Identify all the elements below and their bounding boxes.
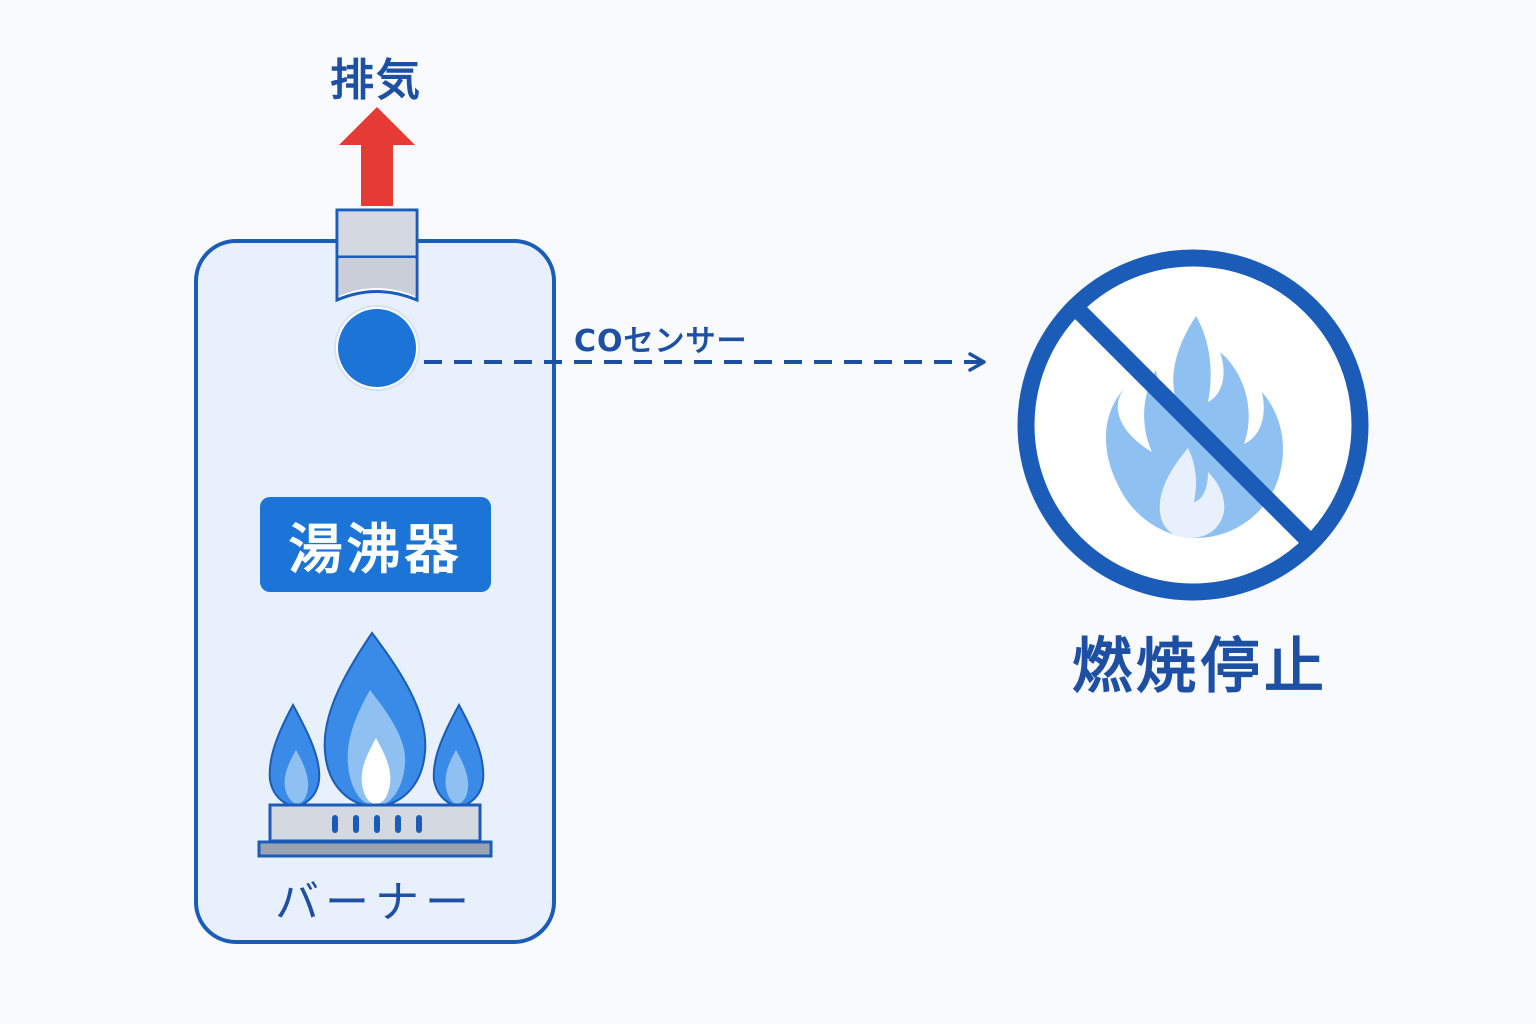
burner-flame-icon xyxy=(268,631,485,808)
burner-plate xyxy=(257,803,493,858)
burner-label: バーナー xyxy=(275,877,475,928)
water-heater-label-badge: 湯沸器 xyxy=(260,497,491,592)
exhaust-label: 排気 xyxy=(330,55,422,106)
no-fire-icon xyxy=(1017,249,1369,601)
flue-pipe xyxy=(335,208,419,303)
co-sensor-icon xyxy=(334,305,420,391)
co-sensor-label: COセンサー xyxy=(574,324,748,359)
water-heater-label: 湯沸器 xyxy=(288,518,463,581)
exhaust-arrow-icon xyxy=(339,107,415,206)
combustion-stop-label: 燃焼停止 xyxy=(1072,632,1328,702)
